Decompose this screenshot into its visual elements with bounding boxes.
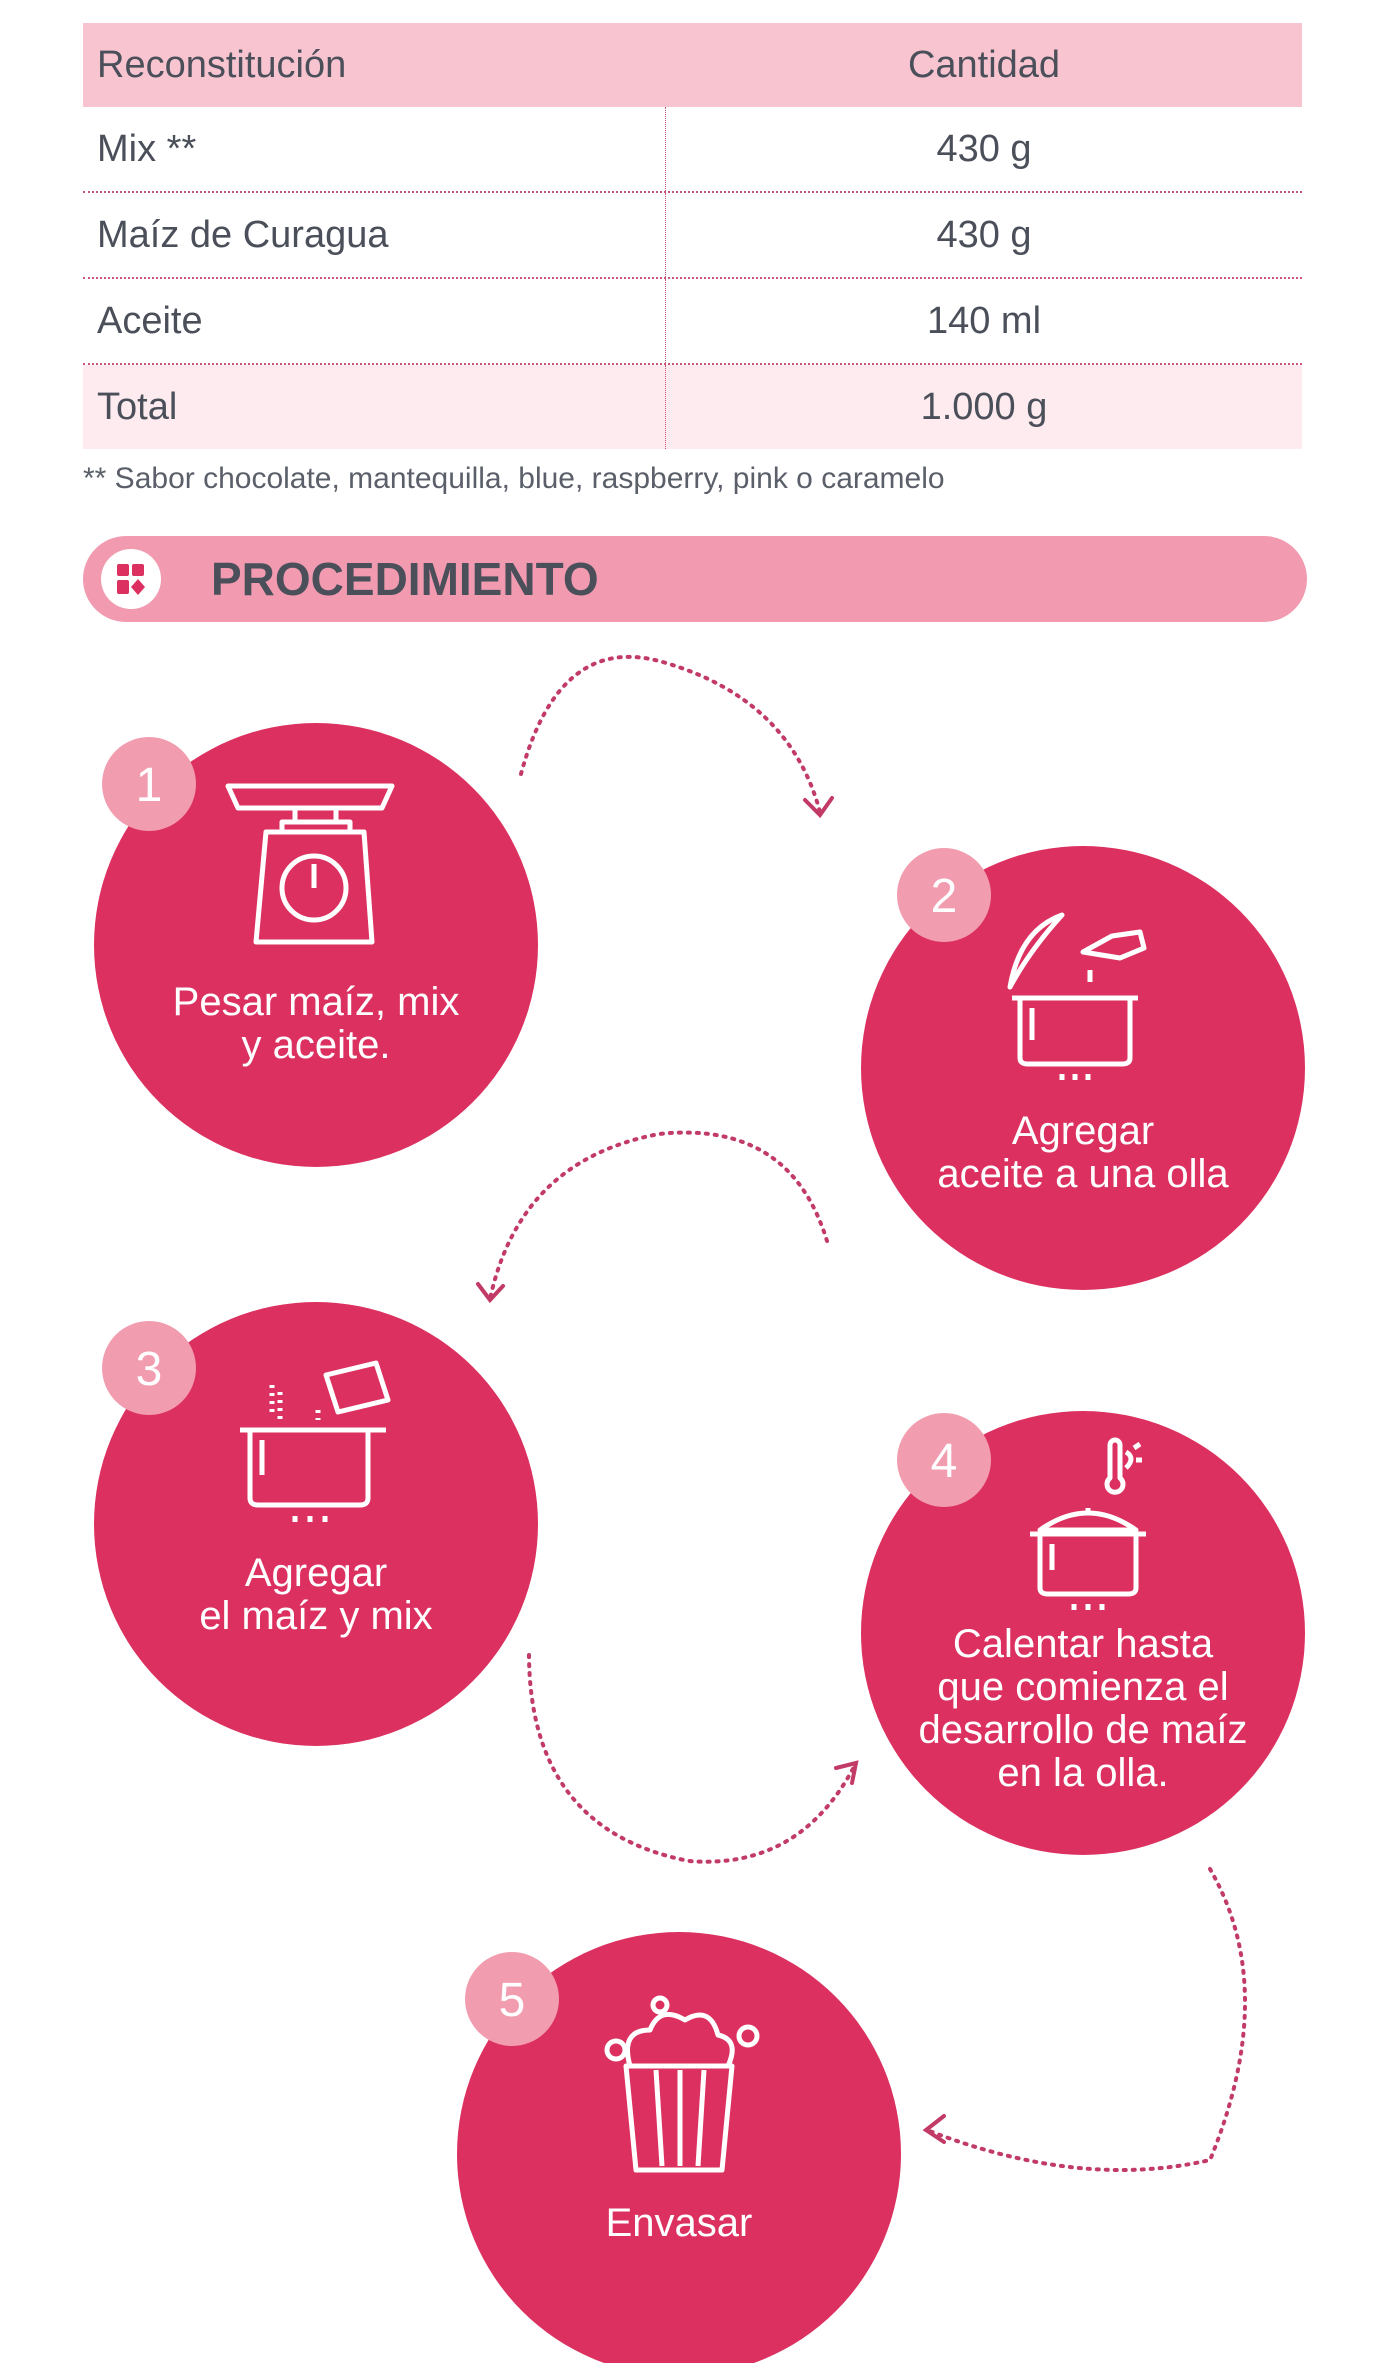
arrow-1-2 bbox=[519, 654, 822, 814]
step-2: 2 Agregar aceite a una olla bbox=[861, 846, 1305, 1290]
table-row: Maíz de Curagua 430 g bbox=[83, 193, 1302, 279]
step-text-line: Envasar bbox=[606, 2201, 753, 2245]
header-reconstitucion: Reconstitución bbox=[97, 43, 347, 86]
section-title: PROCEDIMIENTO bbox=[211, 553, 599, 605]
arrowheads bbox=[476, 796, 946, 2144]
step-5: 5 Envasar bbox=[457, 1932, 901, 2363]
table-header: Reconstitución Cantidad bbox=[83, 23, 1302, 107]
footnote: ** Sabor chocolate, mantequilla, blue, r… bbox=[83, 462, 945, 495]
total-value: 1.000 g bbox=[920, 385, 1048, 428]
step-text-line: en la olla. bbox=[997, 1751, 1168, 1795]
step-number: 5 bbox=[499, 1974, 526, 2027]
arrow-4-5 bbox=[925, 1867, 1247, 2172]
step-number: 3 bbox=[136, 1343, 163, 1396]
step-badge bbox=[102, 737, 196, 831]
item-cell: Aceite bbox=[83, 279, 666, 363]
qty-cell: 430 g bbox=[936, 213, 1032, 256]
step-text-line: Agregar bbox=[245, 1551, 387, 1595]
pot-oil-icon bbox=[1007, 912, 1147, 1080]
item-cell: Maíz de Curagua bbox=[83, 193, 666, 277]
step-number: 4 bbox=[931, 1435, 958, 1488]
step-text-line: desarrollo de maíz bbox=[918, 1708, 1247, 1752]
step-text-line: y aceite. bbox=[242, 1023, 391, 1067]
step-badge bbox=[897, 848, 991, 942]
step-number: 1 bbox=[136, 759, 163, 812]
step-text-line: aceite a una olla bbox=[937, 1152, 1229, 1196]
step-3: 3 Agregar el maíz y mix bbox=[94, 1302, 538, 1746]
popcorn-icon bbox=[604, 1995, 760, 2173]
step-badge bbox=[102, 1321, 196, 1415]
qty-cell: 430 g bbox=[936, 127, 1032, 170]
qty-cell: 140 ml bbox=[926, 299, 1042, 342]
total-label: Total bbox=[83, 365, 666, 449]
section-header: PROCEDIMIENTO bbox=[83, 536, 1307, 622]
header-cantidad: Cantidad bbox=[907, 43, 1061, 86]
step-text-line: Calentar hasta bbox=[953, 1622, 1214, 1666]
step-text-line: que comienza el bbox=[937, 1665, 1228, 1709]
table-row: Mix ** 430 g bbox=[83, 107, 1302, 193]
pot-pour-icon bbox=[240, 1360, 391, 1522]
grid-shapes-icon bbox=[101, 549, 161, 609]
step-number: 2 bbox=[931, 870, 958, 923]
arrow-2-3 bbox=[488, 1130, 829, 1301]
step-1: 1 Pesar maíz, mix y aceite. bbox=[94, 723, 538, 1167]
step-4: 4 Calentar hasta que comienza el desarro… bbox=[861, 1411, 1305, 1855]
table-row: Aceite 140 ml bbox=[83, 279, 1302, 365]
pot-heat-icon bbox=[1030, 1437, 1146, 1610]
step-text-line: el maíz y mix bbox=[199, 1594, 432, 1638]
step-text-line: Agregar bbox=[1012, 1109, 1154, 1153]
reconstitution-table: Reconstitución Cantidad Mix ** 430 g Maí… bbox=[83, 23, 1302, 449]
kitchen-scale-icon bbox=[225, 783, 395, 945]
step-badge bbox=[897, 1413, 991, 1507]
item-cell: Mix ** bbox=[83, 107, 666, 191]
step-badge bbox=[465, 1952, 559, 2046]
arrow-3-4 bbox=[527, 1653, 857, 1864]
procedure-diagram: 1 Pesar maíz, mix y aceite. 2 Agregar ac… bbox=[94, 654, 1305, 2363]
table-total-row: Total 1.000 g bbox=[83, 365, 1302, 449]
step-text-line: Pesar maíz, mix bbox=[173, 980, 460, 1024]
